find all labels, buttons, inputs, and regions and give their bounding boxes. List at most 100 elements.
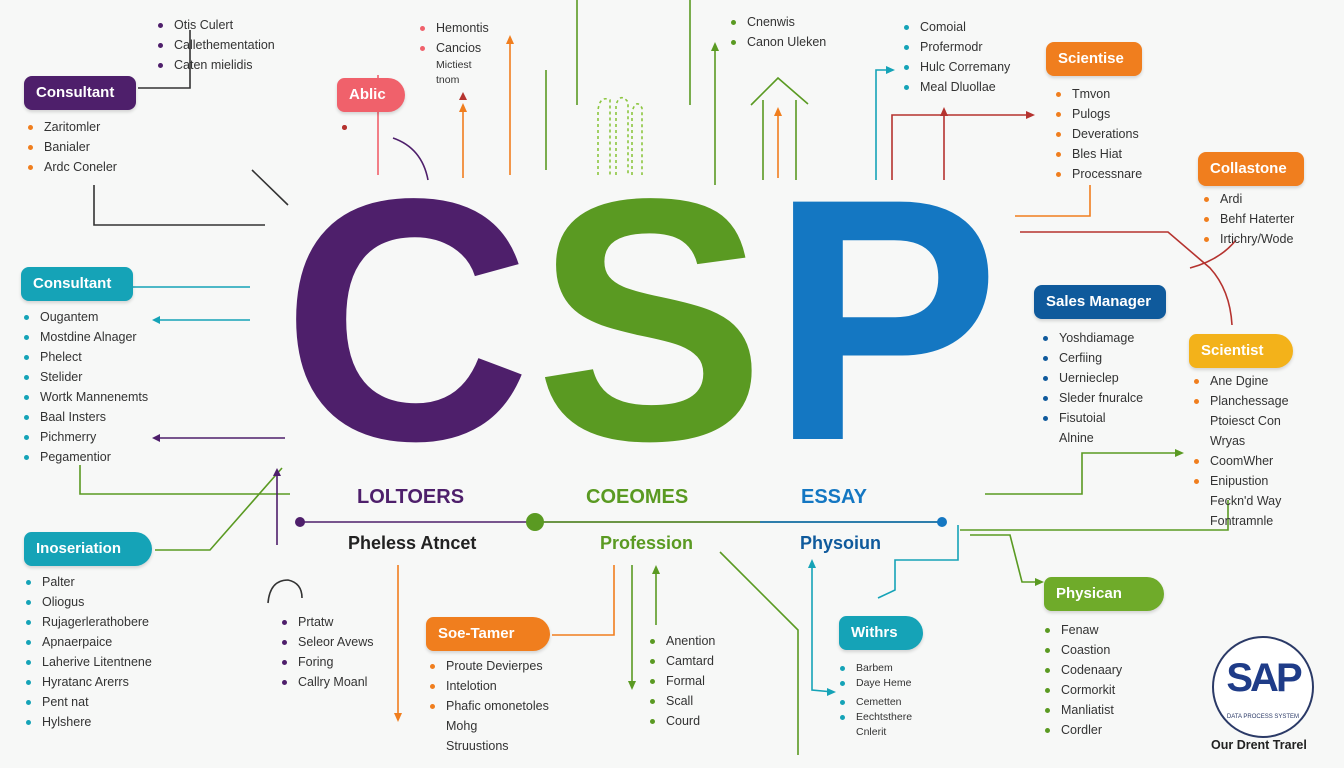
node-consultant-2: Consultant: [21, 267, 133, 301]
list-item: Cancios: [418, 38, 489, 58]
list-item: Prtatw: [280, 612, 374, 632]
logo-text: SAP: [1214, 656, 1312, 701]
list-item: tnom: [436, 74, 460, 86]
logo-lettering: SAP: [1226, 656, 1302, 700]
list-item: Scall: [648, 691, 715, 711]
letter-c: C: [282, 128, 531, 513]
list-item: Oliogus: [24, 592, 152, 612]
list-item: Seleor Avews: [280, 632, 374, 652]
scientist-list: Ane Dgine Planchessage Ptoiesct Con Wrya…: [1192, 371, 1289, 531]
soe-tamer-list: Proute Devierpes Intelotion Phafic omone…: [428, 656, 549, 756]
node-inoseriation: Inoseriation: [24, 532, 152, 566]
letter-s: S: [535, 128, 765, 513]
list-item: Manliatist: [1043, 700, 1122, 720]
list-item: Mohg: [446, 719, 478, 733]
list-item: Ardc Coneler: [26, 157, 117, 177]
node-physican: Physican: [1044, 577, 1164, 611]
list-item: Callethementation: [156, 35, 275, 55]
list-item: Codenaary: [1043, 660, 1122, 680]
list-item: Meal Dluollae: [902, 77, 1010, 97]
list-item: Formal: [648, 671, 715, 691]
label-coeomes: COEOMES: [586, 486, 689, 508]
top-list-3: Cnenwis Canon Uleken: [729, 12, 826, 52]
list-item: Pent nat: [24, 692, 152, 712]
list-item: Hyratanc Arerrs: [24, 672, 152, 692]
list-item: Rujagerlerathobere: [24, 612, 152, 632]
list-item: Sleder fnuralce: [1041, 388, 1143, 408]
node-collastone: Collastone: [1198, 152, 1304, 186]
list-item: Wortk Mannenemts: [22, 387, 148, 407]
bottom-list-2: Prtatw Seleor Avews Foring Callry Moanl: [280, 612, 374, 692]
scientise-list: Tmvon Pulogs Deverations Bles Hiat Proce…: [1054, 84, 1142, 184]
sales-manager-list: Yoshdiamage Cerfiing Uernieclep Sleder f…: [1041, 328, 1143, 448]
withrs-list: Barbem Daye Heme Cemetten Eechtsthere Cn…: [838, 661, 912, 740]
list-item: Mictiest: [436, 59, 472, 71]
list-item: Fenaw: [1043, 620, 1122, 640]
node-ablic: Ablic: [337, 78, 405, 112]
list-item: CoomWher: [1192, 451, 1289, 471]
letter-p: P: [770, 128, 1000, 513]
list-item: Phelect: [22, 347, 148, 367]
list-item: Mostdine Alnager: [22, 327, 148, 347]
list-item: Hylshere: [24, 712, 152, 732]
label-loltoers: LOLTOERS: [357, 486, 465, 508]
sublabel-profession: Profession: [600, 533, 694, 553]
list-item: Fontramnle: [1210, 514, 1274, 528]
list-item: Comoial: [902, 17, 1010, 37]
list-item: Foring: [280, 652, 374, 672]
list-item: Pulogs: [1054, 104, 1142, 124]
list-item: Alnine: [1059, 431, 1094, 445]
node-scientist: Scientist: [1189, 334, 1293, 368]
list-item: Yoshdiamage: [1041, 328, 1143, 348]
top-list-2: Hemontis Cancios Mictiest tnom: [418, 18, 489, 88]
list-item: Courd: [648, 711, 715, 731]
list-item: Pichmerry: [22, 427, 148, 447]
list-item: Wryas: [1210, 434, 1246, 448]
list-item: Hemontis: [418, 18, 489, 38]
list-item: Coastion: [1043, 640, 1122, 660]
consultant-2-list: Ougantem Mostdine Alnager Phelect Stelid…: [22, 307, 148, 467]
list-item: Baal Insters: [22, 407, 148, 427]
list-item: Otis Culert: [156, 15, 275, 35]
list-item: Eechtsthere: [838, 710, 912, 725]
list-item: Planchessage: [1192, 391, 1289, 411]
list-item: Ougantem: [22, 307, 148, 327]
inoseriation-list: Palter Oliogus Rujagerlerathobere Apnaer…: [24, 572, 152, 732]
list-item: Behf Haterter: [1202, 209, 1294, 229]
list-item: Enipustion: [1192, 471, 1289, 491]
list-item: Bles Hiat: [1054, 144, 1142, 164]
sublabel-pheless: Pheless Atncet: [348, 533, 477, 553]
list-item: Zaritomler: [26, 117, 117, 137]
list-item: Profermodr: [902, 37, 1010, 57]
list-item: Cormorkit: [1043, 680, 1122, 700]
list-item: Hulc Corremany: [902, 57, 1010, 77]
physican-list: Fenaw Coastion Codenaary Cormorkit Manli…: [1043, 620, 1122, 740]
list-item: Pegamentior: [22, 447, 148, 467]
list-item: Callry Moanl: [280, 672, 374, 692]
top-list-4: Comoial Profermodr Hulc Corremany Meal D…: [902, 17, 1010, 97]
list-item: Apnaerpaice: [24, 632, 152, 652]
list-item: Caten mielidis: [156, 55, 275, 75]
list-item: Uernieclep: [1041, 368, 1143, 388]
list-item: Banialer: [26, 137, 117, 157]
collastone-list: Ardi Behf Haterter Irtichry/Wode: [1202, 189, 1294, 249]
node-withrs: Withrs: [839, 616, 923, 650]
node-scientise: Scientise: [1046, 42, 1142, 76]
sublabel-physoiun: Physoiun: [800, 533, 882, 553]
list-item: Deverations: [1054, 124, 1142, 144]
list-item: Cemetten: [838, 695, 912, 710]
list-item: Daye Heme: [838, 676, 912, 691]
list-item: Proute Devierpes: [428, 656, 549, 676]
list-item: Ardi: [1202, 189, 1294, 209]
list-item: Camtard: [648, 651, 715, 671]
list-item: Anention: [648, 631, 715, 651]
node-sales-manager: Sales Manager: [1034, 285, 1166, 319]
bottom-list-4: Anention Camtard Formal Scall Courd: [648, 631, 715, 731]
list-item: Cordler: [1043, 720, 1122, 740]
brand-name: Our Drent Trarel: [1211, 738, 1307, 752]
list-item: Ptoiesct Con: [1210, 414, 1281, 428]
consultant-1-list: Zaritomler Banialer Ardc Coneler: [26, 117, 117, 177]
list-item: Fisutoial: [1041, 408, 1143, 428]
label-essay: ESSAY: [801, 486, 867, 508]
